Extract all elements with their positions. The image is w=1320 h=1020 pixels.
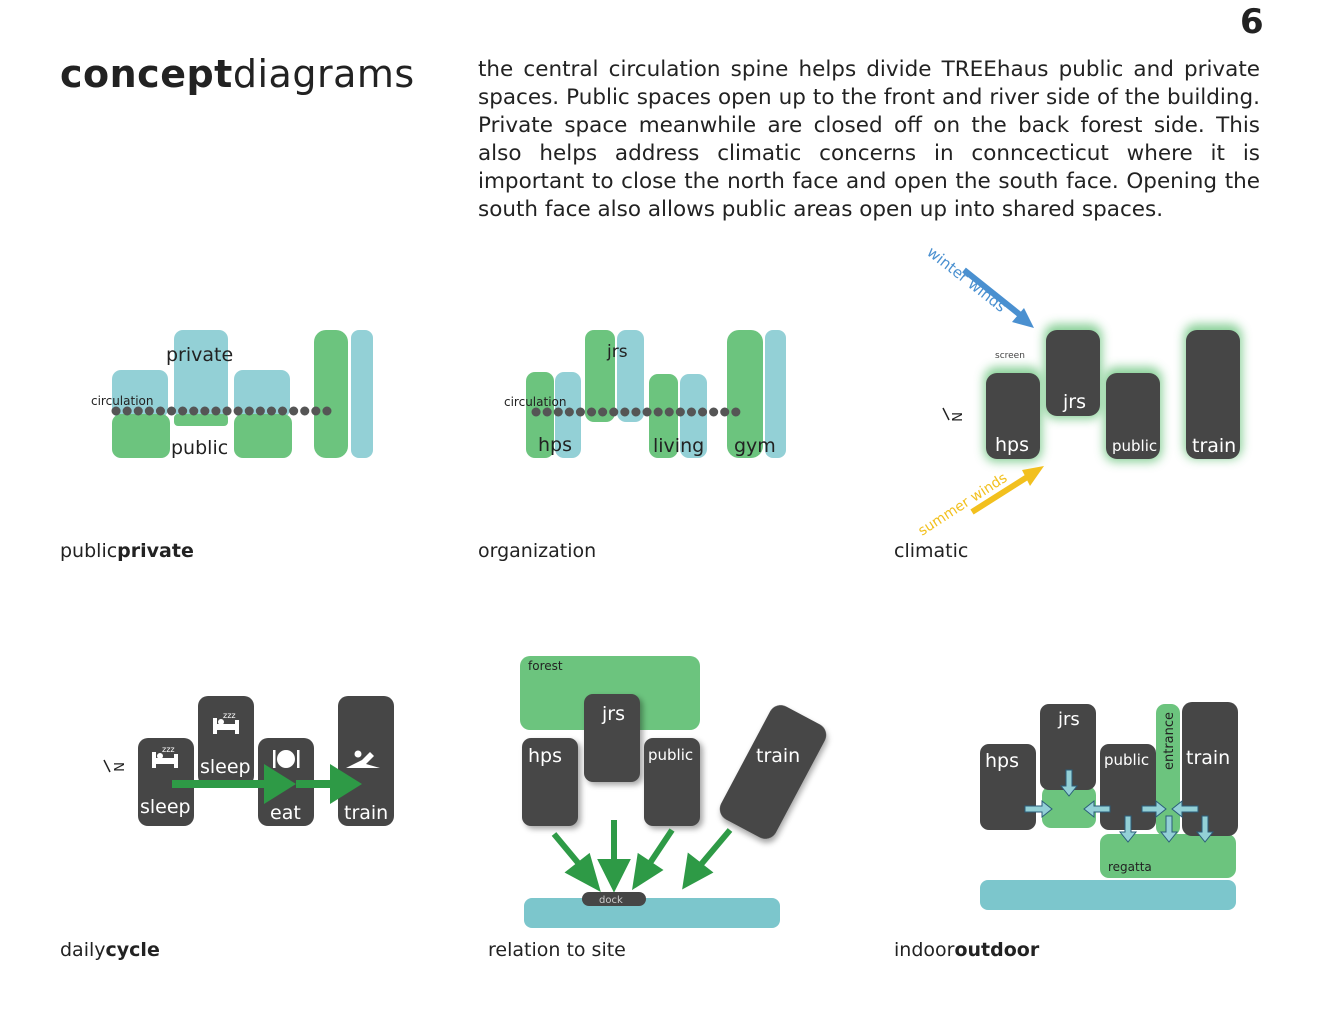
caption-public-private: publicprivate	[60, 540, 194, 562]
caption-indoor-outdoor: indooroutdoor	[894, 939, 1040, 961]
site-arrows	[551, 820, 733, 893]
stretch-icon	[346, 750, 380, 768]
jrs-label: jrs	[606, 342, 628, 362]
train-label: train	[756, 745, 800, 767]
gym-label: gym	[734, 435, 776, 457]
public-label: public	[1112, 437, 1157, 455]
private-block-left	[112, 370, 168, 418]
title-bold: concept	[60, 52, 233, 96]
train-label: train	[344, 802, 388, 824]
sleep-label-1: sleep	[140, 796, 191, 818]
screen-label: screen	[995, 351, 1025, 361]
forest-label: forest	[528, 659, 563, 673]
north-marker: N	[942, 407, 963, 422]
flow-arrows	[1024, 769, 1215, 843]
dock-block	[582, 892, 646, 906]
train-block	[1186, 330, 1240, 459]
river-block	[524, 898, 780, 928]
gym-block-blue	[351, 330, 373, 458]
hps-label: hps	[538, 434, 572, 456]
entrance-label: entrance	[1162, 712, 1177, 770]
svg-text:N: N	[110, 762, 125, 772]
jrs-block	[1046, 330, 1100, 416]
page-number: 6	[1240, 2, 1264, 42]
jrs-block	[584, 694, 640, 782]
jrs-label: jrs	[601, 703, 625, 725]
winter-wind-arrow	[962, 267, 1026, 321]
hps-block	[522, 738, 578, 826]
circulation-label: circulation	[91, 394, 153, 408]
living-label: living	[653, 435, 704, 457]
intro-paragraph: the central circulation spine helps divi…	[478, 57, 1260, 222]
entrance-block	[1156, 704, 1180, 836]
jrs-block	[1040, 704, 1096, 790]
private-block-top	[174, 330, 228, 418]
sleep-block-2	[198, 696, 254, 786]
public-label: public	[171, 437, 228, 459]
gym-block-green	[314, 330, 348, 458]
climatic-diagram: hps jrs public train screen winter winds…	[915, 243, 1242, 539]
bed-icon: zzz	[152, 745, 178, 768]
bed-icon: zzz	[213, 711, 239, 734]
jrs-label: jrs	[1062, 391, 1086, 413]
eat-label: eat	[270, 802, 301, 824]
private-label: private	[166, 344, 233, 366]
jrs-blue	[617, 330, 644, 422]
river-block	[980, 880, 1236, 910]
indoor-outdoor-diagram: regatta entrance hps jrs public train	[980, 702, 1238, 910]
public-label: public	[648, 746, 693, 764]
public-private-diagram: private public circulation	[91, 330, 373, 459]
hps-block	[986, 373, 1040, 459]
gym-blue	[765, 330, 786, 458]
circulation-label: circulation	[504, 395, 566, 409]
summer-wind-arrow	[970, 471, 1034, 515]
regatta-label: regatta	[1108, 860, 1152, 874]
svg-text:zzz: zzz	[223, 711, 236, 720]
caption-organization: organization	[478, 540, 597, 562]
dock-label: dock	[599, 895, 623, 906]
page-title: conceptdiagrams	[60, 52, 415, 96]
title-light: diagrams	[232, 52, 415, 96]
plate-icon	[273, 750, 300, 768]
jrs-green	[585, 330, 615, 422]
caption-relation-to-site: relation to site	[488, 939, 626, 961]
public-block-right	[234, 414, 292, 458]
regatta-block	[1100, 834, 1236, 878]
private-block-right	[234, 370, 290, 418]
caption-daily-cycle: dailycycle	[60, 939, 160, 961]
winter-winds-label: winter winds	[924, 243, 1010, 316]
hps-green	[526, 372, 554, 458]
public-block	[644, 738, 700, 826]
north-marker: N	[103, 759, 125, 773]
daily-cycle-diagram: N zzz zzz sleep sleep eat train	[103, 696, 394, 826]
summer-winds-label: summer winds	[915, 470, 1010, 539]
relation-to-site-diagram: forest hps jrs public train dock	[520, 656, 827, 928]
caption-climatic: climatic	[894, 540, 969, 562]
hps-label: hps	[995, 434, 1029, 456]
public-block-left	[112, 414, 170, 458]
jrs-label: jrs	[1057, 709, 1080, 730]
train-label: train	[1192, 435, 1236, 457]
sleep-label-2: sleep	[200, 756, 251, 778]
gym-green	[727, 330, 763, 458]
hps-label: hps	[528, 745, 562, 767]
train-block	[1182, 702, 1238, 836]
organization-diagram: jrs circulation hps living gym	[504, 330, 786, 458]
living-green	[649, 374, 678, 458]
public-block-mid	[174, 414, 228, 426]
svg-text:N: N	[948, 412, 963, 422]
public-block	[1106, 373, 1160, 459]
train-block	[719, 705, 827, 839]
train-label: train	[1186, 747, 1230, 769]
hps-label: hps	[985, 750, 1019, 772]
public-label: public	[1104, 751, 1149, 769]
hps-block	[980, 744, 1036, 830]
courtyard-block	[1042, 786, 1096, 828]
forest-block	[520, 656, 700, 730]
svg-text:zzz: zzz	[162, 745, 175, 754]
